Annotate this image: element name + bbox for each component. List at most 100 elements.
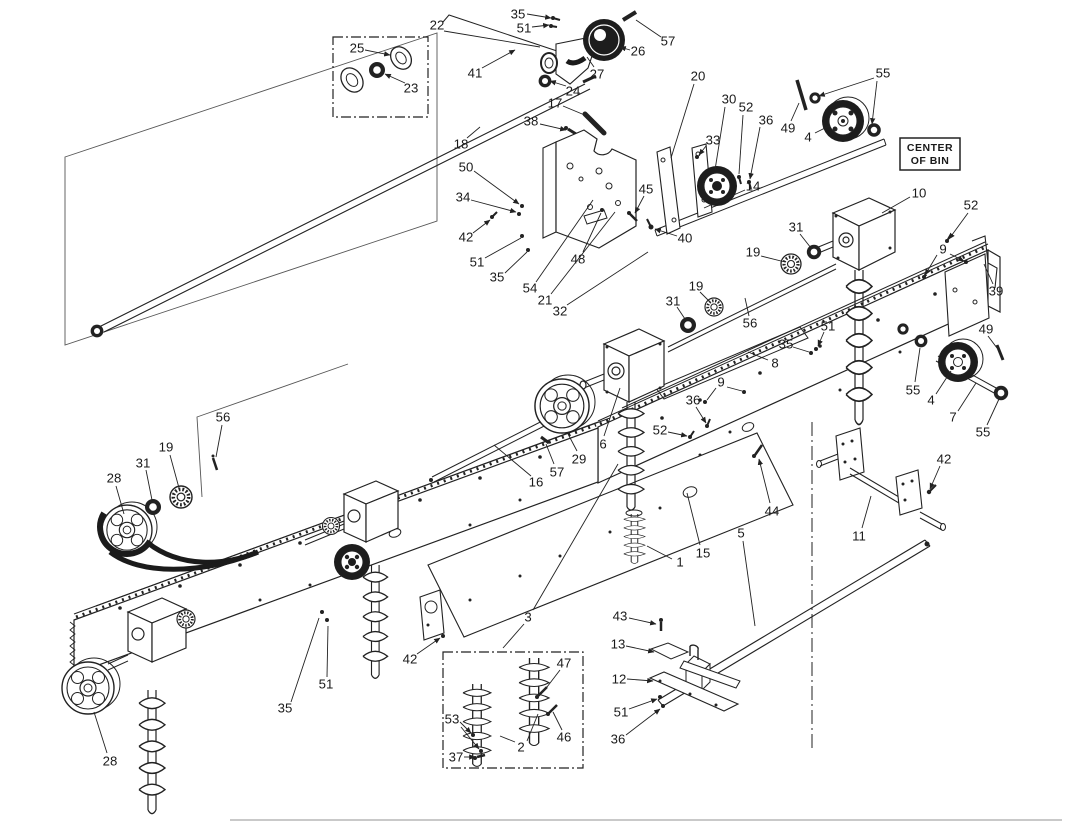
leader-line-35 <box>290 617 320 703</box>
part-callout-49: 49 <box>781 121 796 136</box>
leader-line-5 <box>742 540 756 627</box>
bearing-31 <box>806 244 822 260</box>
part-callout-20: 20 <box>691 69 706 84</box>
part-callout-32: 32 <box>553 304 568 319</box>
leader-line-20 <box>670 83 695 159</box>
drive-shaft-18 <box>98 74 597 333</box>
bin-wall-panel <box>64 32 438 498</box>
pulley-28-upper <box>97 501 259 572</box>
leader-line-50 <box>473 170 520 205</box>
trough-panel-15 <box>427 432 794 638</box>
part-callout-29: 29 <box>572 452 587 467</box>
part-callout-37: 37 <box>449 750 464 765</box>
part-callout-10: 10 <box>912 186 927 201</box>
part-callout-4: 4 <box>804 130 811 145</box>
leader-line-51 <box>484 237 522 259</box>
part-callout-16: 16 <box>529 475 544 490</box>
leader-line-9 <box>924 254 938 276</box>
mount-plate-21 <box>542 129 637 249</box>
leader-line-54 <box>535 199 594 283</box>
leader-line-10 <box>881 196 911 214</box>
cross-shaft-56 <box>667 263 837 353</box>
part-callout-40: 40 <box>678 231 693 246</box>
part-callout-57: 57 <box>661 34 676 49</box>
part-callout-30: 30 <box>722 92 737 107</box>
leader-line-25 <box>364 49 391 57</box>
leader-line-42 <box>416 637 441 655</box>
support-rod-22 <box>442 14 561 53</box>
part-callout-22: 22 <box>430 18 445 33</box>
shaft-16 <box>429 411 563 483</box>
beam-roller <box>175 608 197 630</box>
pin-56 <box>211 454 219 471</box>
note-line-2: OF BIN <box>911 155 950 167</box>
pulley-4-top <box>822 96 870 142</box>
leader-line-55 <box>869 80 878 125</box>
leader-line-56 <box>744 297 750 317</box>
part-callout-9: 9 <box>939 242 946 257</box>
part-callout-55: 55 <box>976 425 991 440</box>
part-callout-57: 57 <box>550 465 565 480</box>
part-callout-18: 18 <box>454 137 469 152</box>
collar-55 <box>914 334 928 348</box>
part-callout-55: 55 <box>876 66 891 81</box>
flange-bearing-detail-box <box>332 36 429 118</box>
coupling-19 <box>168 484 194 510</box>
leader-line-55 <box>914 347 921 383</box>
leader-line-55 <box>986 398 1000 426</box>
leader-line-52 <box>667 431 688 438</box>
part-callout-45: 45 <box>639 182 654 197</box>
leader-line-34 <box>470 199 517 214</box>
leader-line-33 <box>698 145 707 156</box>
anchor-bracket-assembly <box>648 618 741 712</box>
part-callout-56: 56 <box>216 410 231 425</box>
top-bearing-station <box>538 10 638 136</box>
part-callouts: 2235515726272523412417381850344251355421… <box>93 7 1003 769</box>
part-callout-7: 7 <box>949 410 956 425</box>
leader-line-13 <box>625 645 655 654</box>
leader-line-6 <box>603 387 621 437</box>
part-callout-48: 48 <box>571 252 586 267</box>
leader-line-51 <box>817 331 825 347</box>
part-callout-49: 49 <box>979 322 994 337</box>
leader-line-29 <box>567 433 578 452</box>
gearbox-6 <box>579 328 666 403</box>
pin-49-top <box>795 79 808 111</box>
leader-line-8 <box>747 351 769 361</box>
part-callout-44: 44 <box>765 504 780 519</box>
washer-55 <box>809 92 821 104</box>
bearing-31 <box>680 317 696 333</box>
part-callout-6: 6 <box>599 437 606 452</box>
part-callout-52: 52 <box>653 423 668 438</box>
part-callout-42: 42 <box>937 452 952 467</box>
leader-line-9 <box>949 253 965 262</box>
part-callout-51: 51 <box>319 677 334 692</box>
leader-line-31 <box>799 233 812 249</box>
leader-line-9 <box>706 387 717 401</box>
leader-line-36 <box>748 126 761 180</box>
sheave-dark-mid <box>334 544 370 580</box>
pin-49 <box>995 344 1005 361</box>
leader-line-44 <box>757 458 771 504</box>
part-callout-19: 19 <box>689 279 704 294</box>
part-callout-35: 35 <box>490 270 505 285</box>
leader-line-14 <box>703 189 746 209</box>
leader-line-36 <box>625 708 661 736</box>
leader-line-51 <box>326 625 329 678</box>
leader-line-36 <box>695 406 707 424</box>
part-callout-53: 53 <box>445 712 460 727</box>
part-callout-46: 46 <box>557 730 572 745</box>
part-callout-38: 38 <box>524 114 539 129</box>
part-callout-8: 8 <box>771 356 778 371</box>
leader-line-17 <box>562 105 588 117</box>
leader-line-35 <box>504 251 528 274</box>
angle-8 <box>655 326 809 400</box>
auger-flighting-detail-box <box>442 651 584 769</box>
leader-line-19 <box>699 291 711 303</box>
leader-line-12 <box>626 677 654 684</box>
leader-line-46 <box>552 711 563 731</box>
gearbox-mid-left <box>304 480 400 546</box>
part-callout-41: 41 <box>468 66 483 81</box>
part-callout-55: 55 <box>906 383 921 398</box>
